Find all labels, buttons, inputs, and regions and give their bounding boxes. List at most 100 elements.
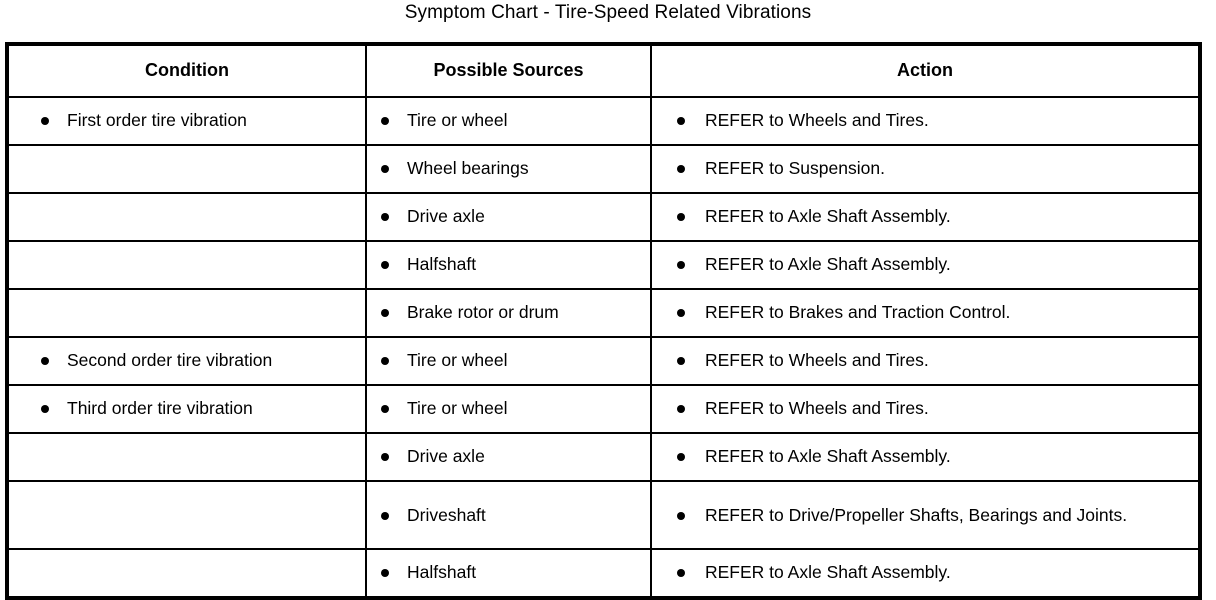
cell-text: REFER to Axle Shaft Assembly. bbox=[705, 562, 951, 583]
bullet-icon bbox=[381, 165, 389, 174]
cell-text: Driveshaft bbox=[407, 505, 486, 526]
cell-content: REFER to Suspension. bbox=[652, 158, 1198, 180]
cell-content bbox=[9, 217, 365, 218]
cell-content: Drive axle bbox=[367, 446, 650, 468]
bullet-icon bbox=[381, 117, 389, 126]
bullet-icon bbox=[381, 569, 389, 578]
bullet-icon bbox=[381, 453, 389, 462]
table-cell-condition bbox=[9, 241, 367, 290]
cell-content: Halfshaft bbox=[367, 254, 650, 276]
table-cell-source: Drive axle bbox=[366, 433, 652, 482]
table-cell-source: Halfshaft bbox=[366, 241, 652, 290]
bullet-icon bbox=[677, 309, 685, 318]
cell-content: REFER to Axle Shaft Assembly. bbox=[652, 562, 1198, 584]
table-cell-source: Driveshaft bbox=[366, 481, 652, 550]
column-header-action: Action bbox=[651, 46, 1198, 98]
cell-content bbox=[9, 313, 365, 314]
cell-text: REFER to Wheels and Tires. bbox=[705, 110, 929, 131]
table-cell-source: Wheel bearings bbox=[366, 145, 652, 194]
bullet-icon bbox=[381, 309, 389, 318]
cell-text: Wheel bearings bbox=[407, 158, 529, 179]
table-cell-action: REFER to Axle Shaft Assembly. bbox=[651, 549, 1198, 596]
table-cell-action: REFER to Drive/Propeller Shafts, Bearing… bbox=[651, 481, 1198, 550]
table-cell-condition bbox=[9, 433, 367, 482]
bullet-icon bbox=[677, 117, 685, 126]
cell-content: Tire or wheel bbox=[367, 350, 650, 372]
table-cell-action: REFER to Brakes and Traction Control. bbox=[651, 289, 1198, 338]
bullet-icon bbox=[677, 453, 685, 462]
table-cell-condition: First order tire vibration bbox=[9, 97, 367, 146]
cell-text: Brake rotor or drum bbox=[407, 302, 559, 323]
table-cell-condition bbox=[9, 145, 367, 194]
table-header-row: Condition Possible Sources Action bbox=[9, 46, 1198, 98]
cell-text: Third order tire vibration bbox=[67, 398, 253, 419]
cell-content: REFER to Wheels and Tires. bbox=[652, 350, 1198, 372]
cell-content: REFER to Brakes and Traction Control. bbox=[652, 302, 1198, 324]
cell-content bbox=[9, 573, 365, 574]
cell-text: REFER to Wheels and Tires. bbox=[705, 398, 929, 419]
column-header-possible-sources-label: Possible Sources bbox=[433, 60, 584, 81]
symptom-table-container: Condition Possible Sources Action First … bbox=[5, 42, 1202, 600]
cell-text: Second order tire vibration bbox=[67, 350, 273, 371]
cell-text: Halfshaft bbox=[407, 254, 477, 275]
bullet-icon bbox=[677, 357, 685, 366]
cell-content bbox=[9, 457, 365, 458]
column-header-possible-sources: Possible Sources bbox=[366, 46, 652, 98]
bullet-icon bbox=[677, 405, 685, 414]
cell-content: Drive axle bbox=[367, 206, 650, 228]
bullet-icon bbox=[677, 165, 685, 174]
table-cell-action: REFER to Wheels and Tires. bbox=[651, 385, 1198, 434]
bullet-icon bbox=[381, 357, 389, 366]
cell-text: REFER to Axle Shaft Assembly. bbox=[705, 446, 951, 467]
cell-text: REFER to Suspension. bbox=[705, 158, 885, 179]
symptom-table: Condition Possible Sources Action First … bbox=[9, 46, 1198, 596]
table-cell-condition bbox=[9, 549, 367, 596]
bullet-icon bbox=[41, 405, 49, 414]
cell-content: Second order tire vibration bbox=[9, 350, 365, 372]
cell-content: REFER to Axle Shaft Assembly. bbox=[652, 446, 1198, 468]
table-row: Halfshaft REFER to Axle Shaft Assembly. bbox=[9, 241, 1198, 290]
cell-content bbox=[9, 169, 365, 170]
bullet-icon bbox=[677, 569, 685, 578]
cell-content: Halfshaft bbox=[367, 562, 650, 584]
cell-content: First order tire vibration bbox=[9, 110, 365, 132]
cell-content: Third order tire vibration bbox=[9, 398, 365, 420]
cell-content bbox=[9, 265, 365, 266]
cell-text: Tire or wheel bbox=[407, 110, 508, 131]
table-cell-source: Tire or wheel bbox=[366, 97, 652, 146]
table-row: Driveshaft REFER to Drive/Propeller Shaft… bbox=[9, 481, 1198, 550]
cell-content: REFER to Wheels and Tires. bbox=[652, 398, 1198, 420]
cell-text: REFER to Drive/Propeller Shafts, Bearing… bbox=[705, 505, 1128, 526]
table-cell-action: REFER to Suspension. bbox=[651, 145, 1198, 194]
column-header-condition-label: Condition bbox=[145, 60, 229, 81]
table-cell-source: Tire or wheel bbox=[366, 337, 652, 386]
cell-content: Tire or wheel bbox=[367, 398, 650, 420]
table-header: Condition Possible Sources Action bbox=[9, 46, 1198, 98]
cell-content: REFER to Axle Shaft Assembly. bbox=[652, 206, 1198, 228]
cell-content: Brake rotor or drum bbox=[367, 302, 650, 324]
cell-content bbox=[9, 514, 365, 517]
cell-text: Drive axle bbox=[407, 446, 485, 467]
cell-content: REFER to Drive/Propeller Shafts, Bearing… bbox=[652, 503, 1198, 527]
table-cell-action: REFER to Axle Shaft Assembly. bbox=[651, 241, 1198, 290]
cell-text: REFER to Wheels and Tires. bbox=[705, 350, 929, 371]
table-cell-action: REFER to Axle Shaft Assembly. bbox=[651, 433, 1198, 482]
cell-text: REFER to Axle Shaft Assembly. bbox=[705, 206, 951, 227]
table-row: Brake rotor or drum REFER to Brakes and T… bbox=[9, 289, 1198, 338]
table-cell-action: REFER to Wheels and Tires. bbox=[651, 337, 1198, 386]
table-cell-condition: Third order tire vibration bbox=[9, 385, 367, 434]
table-row: Third order tire vibration Tire or wheel R… bbox=[9, 385, 1198, 434]
cell-text: REFER to Brakes and Traction Control. bbox=[705, 302, 1011, 323]
cell-text: Tire or wheel bbox=[407, 350, 508, 371]
table-cell-condition bbox=[9, 481, 367, 550]
table-row: Drive axle REFER to Axle Shaft Assembly. bbox=[9, 193, 1198, 242]
bullet-icon bbox=[677, 261, 685, 270]
table-row: Second order tire vibration Tire or wheel… bbox=[9, 337, 1198, 386]
cell-text: REFER to Axle Shaft Assembly. bbox=[705, 254, 951, 275]
cell-text: Drive axle bbox=[407, 206, 485, 227]
table-row: Wheel bearings REFER to Suspension. bbox=[9, 145, 1198, 194]
cell-content: REFER to Wheels and Tires. bbox=[652, 110, 1198, 132]
table-cell-source: Halfshaft bbox=[366, 549, 652, 596]
table-cell-action: REFER to Axle Shaft Assembly. bbox=[651, 193, 1198, 242]
